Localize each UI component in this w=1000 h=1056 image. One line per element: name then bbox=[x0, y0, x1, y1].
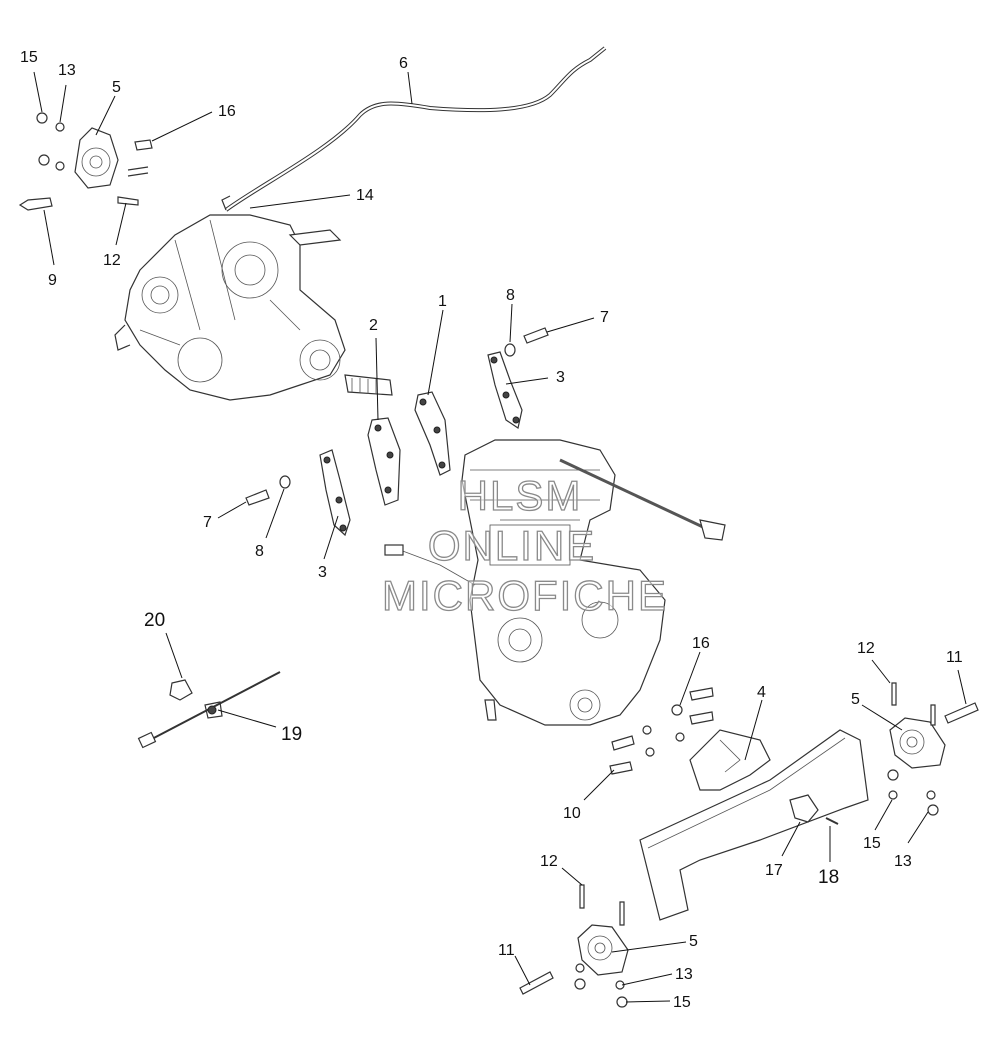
plate-part-3-right bbox=[487, 351, 523, 429]
callout-label: 6 bbox=[399, 55, 408, 72]
callout-label: 3 bbox=[318, 564, 327, 581]
callout-label: 15 bbox=[20, 49, 38, 66]
mount-part-5-bottom bbox=[519, 884, 629, 1008]
bracket-part-1 bbox=[414, 391, 451, 476]
callout-label: 9 bbox=[48, 272, 57, 289]
mount-plates bbox=[319, 351, 523, 537]
callout-label: 17 bbox=[765, 862, 783, 879]
callout-label: 12 bbox=[540, 853, 558, 870]
callout-label: 20 bbox=[144, 610, 165, 631]
plate-part-3-left bbox=[319, 449, 351, 537]
watermark-line-3: MICROFICHE bbox=[382, 572, 668, 619]
callout-label: 5 bbox=[689, 933, 698, 950]
callout-label: 4 bbox=[757, 684, 766, 701]
callout-label: 1 bbox=[438, 293, 447, 310]
callout-label: 16 bbox=[218, 103, 236, 120]
callout-label: 8 bbox=[506, 287, 515, 304]
callout-label: 7 bbox=[600, 309, 609, 326]
leader-lines bbox=[33, 71, 967, 1003]
callout-label: 8 bbox=[255, 543, 264, 560]
callout-labels: 15 13 5 16 6 14 9 12 1 2 8 7 3 7 8 3 20 … bbox=[20, 49, 963, 1011]
callout-label: 18 bbox=[818, 867, 839, 888]
callout-label: 13 bbox=[675, 966, 693, 983]
mount-part-5-right bbox=[887, 682, 979, 816]
callout-label: 13 bbox=[894, 853, 912, 870]
callout-label: 5 bbox=[112, 79, 121, 96]
callout-label: 12 bbox=[103, 252, 121, 269]
callout-label: 11 bbox=[498, 942, 515, 959]
watermark-line-1: HLSM bbox=[458, 472, 583, 519]
bracket-part-2 bbox=[367, 417, 401, 506]
callout-label: 7 bbox=[203, 514, 212, 531]
watermark: HLSM ONLINE MICROFICHE bbox=[381, 471, 668, 619]
callout-label: 11 bbox=[946, 649, 963, 666]
callout-label: 19 bbox=[281, 724, 302, 745]
callout-label: 13 bbox=[58, 62, 76, 79]
callout-label: 15 bbox=[673, 994, 691, 1011]
crossmember-part-4 bbox=[639, 729, 869, 921]
callout-label: 15 bbox=[863, 835, 881, 852]
callout-label: 14 bbox=[356, 187, 374, 204]
callout-label: 10 bbox=[563, 805, 581, 822]
fasteners bbox=[18, 112, 714, 775]
callout-label: 16 bbox=[692, 635, 710, 652]
callout-label: 5 bbox=[851, 691, 860, 708]
engine-assembly bbox=[384, 439, 726, 726]
callout-label: 2 bbox=[369, 317, 378, 334]
callout-label: 3 bbox=[556, 369, 565, 386]
watermark-line-2: ONLINE bbox=[428, 522, 596, 569]
cable-part-6 bbox=[221, 46, 607, 212]
transmission-assembly bbox=[114, 214, 393, 401]
callout-label: 12 bbox=[857, 640, 875, 657]
mount-part-5-top bbox=[74, 127, 119, 189]
